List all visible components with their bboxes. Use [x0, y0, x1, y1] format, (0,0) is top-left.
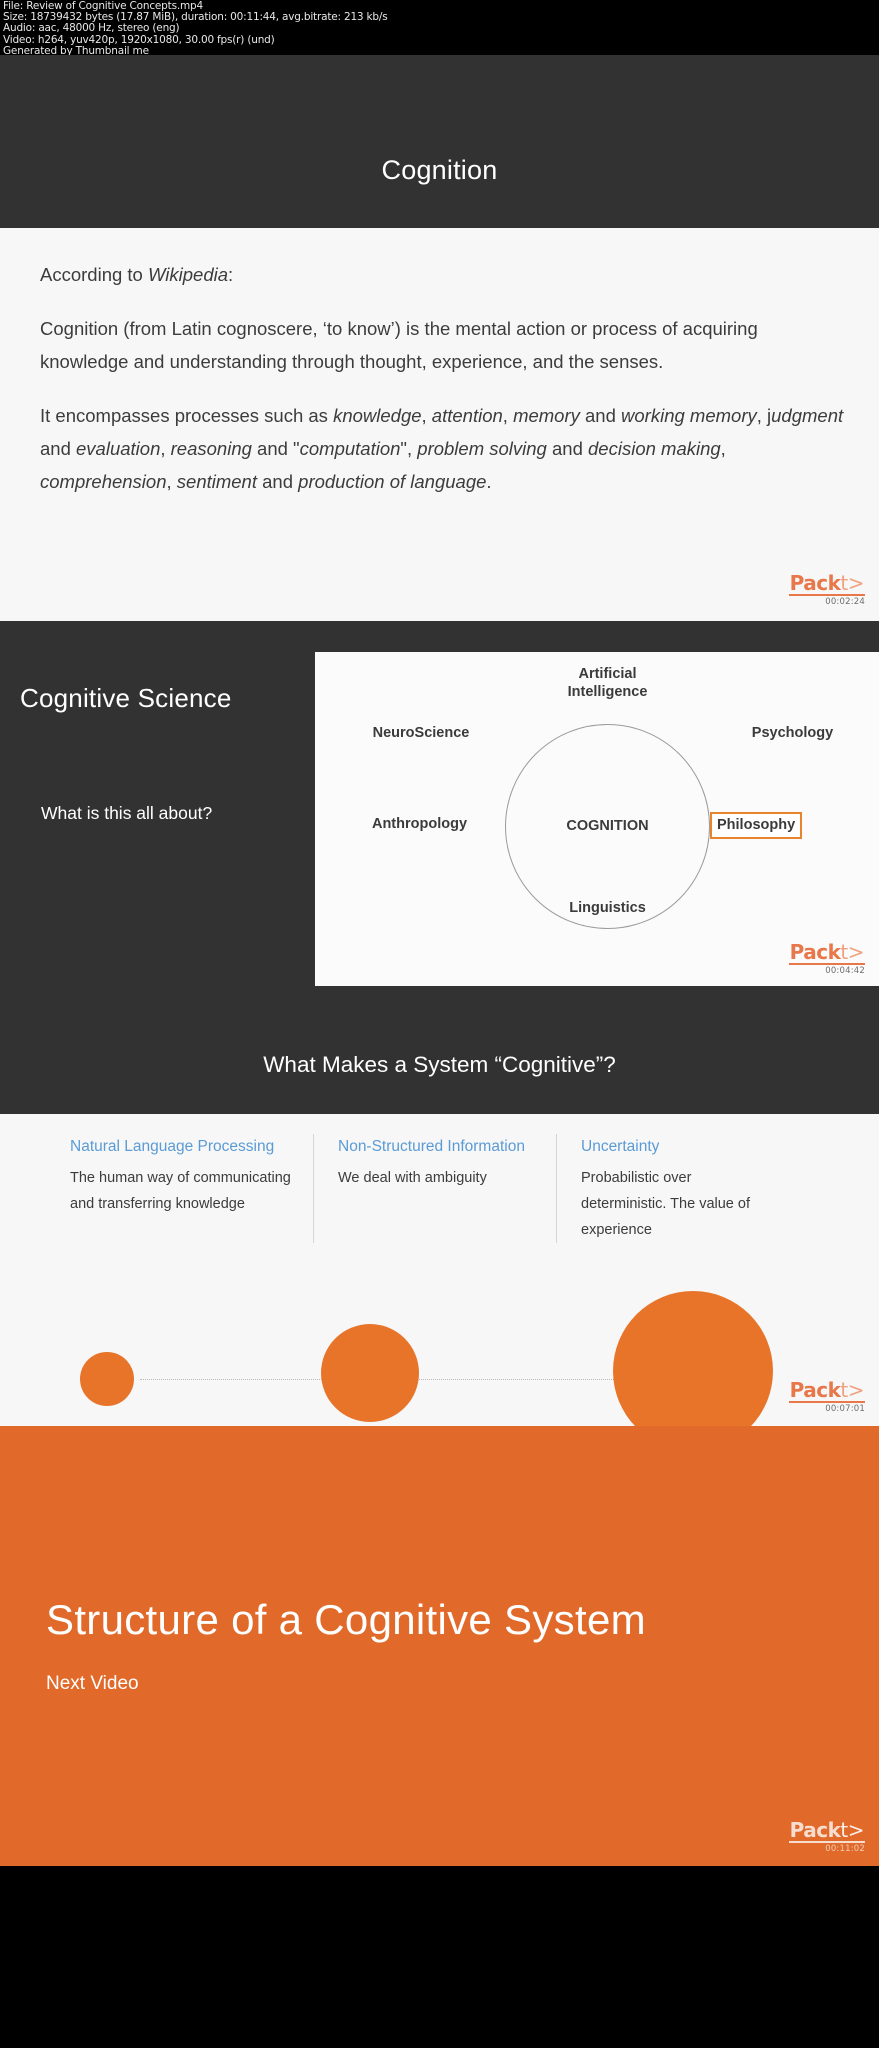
column-body: The human way of communicating and trans… [70, 1170, 291, 1212]
packt-logo: Packt> 00:04:42 [773, 942, 865, 976]
packt-wordmark-main: Pack [789, 1818, 841, 1842]
text-run: and " [251, 438, 300, 459]
feature-columns: Natural Language Processing The human wa… [0, 1114, 879, 1243]
packt-wordmark-main: Pack [789, 940, 841, 964]
text-run-italic: reasoning [170, 438, 252, 459]
next-video-label: Next Video [46, 1673, 139, 1694]
slide-cognition-header: Cognition [0, 55, 879, 228]
diagram-center-label: COGNITION [566, 818, 649, 834]
diagram-node-linguistics: Linguistics [569, 900, 646, 916]
packt-wordmark: Packt> [788, 571, 865, 596]
column-body: We deal with ambiguity [338, 1170, 487, 1186]
slide-cognition-body: According to Wikipedia: Cognition (from … [0, 228, 879, 621]
diagram-node-anthropology: Anthropology [371, 816, 468, 832]
packt-wordmark: Packt> [788, 1378, 865, 1403]
paragraph-source: According to Wikipedia: [40, 258, 845, 291]
page-title: Cognition [381, 155, 498, 185]
slide-left-panel: Cognitive Science What is this all about… [0, 621, 315, 1016]
packt-wordmark-tail: t> [840, 571, 864, 595]
paragraph-definition: Cognition (from Latin cognoscere, ‘to kn… [40, 318, 758, 372]
text-run-italic: Wikipedia [147, 264, 229, 285]
slide-cognitive-system-header: What Makes a System “Cognitive”? [0, 1016, 879, 1114]
packt-wordmark-main: Pack [789, 1378, 841, 1402]
metadata-line-size: Size: 18739432 bytes (17.87 MiB), durati… [3, 11, 388, 24]
metadata-line-generator: Generated by Thumbnail me [3, 44, 149, 57]
column-body: Probabilistic over deterministic. The va… [581, 1170, 750, 1238]
text-run-italic: sentiment [176, 471, 257, 492]
slide-timestamp: 00:02:24 [825, 597, 865, 607]
slide-cognitive-system-body: Natural Language Processing The human wa… [0, 1114, 879, 1451]
slide-timestamp: 00:07:01 [825, 1404, 865, 1414]
progression-dot-large [613, 1291, 773, 1451]
metadata-line-audio: Audio: aac, 48000 Hz, stereo (eng) [3, 22, 180, 35]
page-title: What Makes a System “Cognitive”? [263, 1052, 616, 1077]
progression-dot-small [80, 1352, 134, 1406]
text-run: , [720, 438, 726, 459]
column-heading: Non-Structured Information [338, 1138, 525, 1155]
text-run: , j [756, 405, 772, 426]
text-run-italic: working memory [621, 405, 757, 426]
text-run: : [228, 264, 234, 285]
packt-logo: Packt> 00:11:02 [773, 1820, 865, 1854]
column-uncertainty: Uncertainty Probabilistic over determini… [556, 1134, 799, 1243]
diagram-node-psychology: Psychology [751, 725, 834, 741]
packt-wordmark-tail: t> [840, 940, 864, 964]
paragraph-processes: It encompasses processes such as knowled… [40, 399, 845, 498]
text-run: and [579, 405, 622, 426]
slide-heading: Cognitive Science [20, 683, 232, 713]
packt-wordmark-tail: t> [840, 1818, 864, 1842]
text-run: and [40, 438, 77, 459]
packt-wordmark-tail: t> [840, 1378, 864, 1402]
slide-title-band [0, 55, 879, 228]
packt-wordmark-main: Pack [789, 571, 841, 595]
text-run-italic: computation [299, 438, 401, 459]
progression-graphic [0, 1264, 879, 1451]
column-heading: Natural Language Processing [70, 1138, 275, 1155]
text-run: , [421, 405, 432, 426]
text-run: and [257, 471, 299, 492]
slide-timestamp: 00:11:02 [825, 1844, 865, 1854]
text-run-italic: production of language [298, 471, 487, 492]
text-run: . [486, 471, 492, 492]
text-run-italic: attention [431, 405, 503, 426]
text-run-italic: decision making [588, 438, 721, 459]
video-metadata-header: File: Review of Cognitive Concepts.mp4 S… [0, 0, 879, 57]
text-run-italic: comprehension [40, 471, 167, 492]
packt-wordmark: Packt> [788, 940, 865, 965]
packt-logo: Packt> 00:02:24 [773, 573, 865, 607]
column-heading: Uncertainty [581, 1138, 660, 1155]
text-run: , [502, 405, 514, 426]
text-run-italic: memory [513, 405, 580, 426]
packt-wordmark: Packt> [788, 1818, 865, 1843]
text-run-italic: knowledge [333, 405, 422, 426]
diagram-node-neuroscience: NeuroScience [372, 725, 470, 741]
column-non-structured-information: Non-Structured Information We deal with … [313, 1134, 556, 1243]
text-run: It encompasses processes such as [40, 405, 334, 426]
column-natural-language-processing: Natural Language Processing The human wa… [70, 1134, 313, 1243]
metadata-line-file: File: Review of Cognitive Concepts.mp4 [3, 0, 203, 12]
text-run-italic: evaluation [76, 438, 161, 459]
slide-timestamp: 00:04:42 [825, 966, 865, 976]
slide-subheading: What is this all about? [41, 803, 213, 823]
text-run: According to [40, 264, 148, 285]
slide-structure-outro: Structure of a Cognitive System Next Vid… [0, 1426, 879, 1866]
page-title: Structure of a Cognitive System [46, 1596, 646, 1643]
text-run: , [160, 438, 171, 459]
progression-dot-medium [321, 1324, 419, 1422]
packt-logo: Packt> 00:07:01 [773, 1380, 865, 1414]
diagram-node-philosophy-highlighted: Philosophy [710, 812, 803, 839]
text-run-italic: udgment [771, 405, 844, 426]
text-run: , [166, 471, 177, 492]
slide-cognitive-science: Cognitive Science What is this all about… [0, 621, 879, 1016]
metadata-line-video: Video: h264, yuv420p, 1920x1080, 30.00 f… [3, 33, 275, 46]
text-run-italic: problem solving [417, 438, 547, 459]
text-run: and [546, 438, 589, 459]
cognition-circle [505, 724, 710, 929]
text-run: ", [400, 438, 418, 459]
